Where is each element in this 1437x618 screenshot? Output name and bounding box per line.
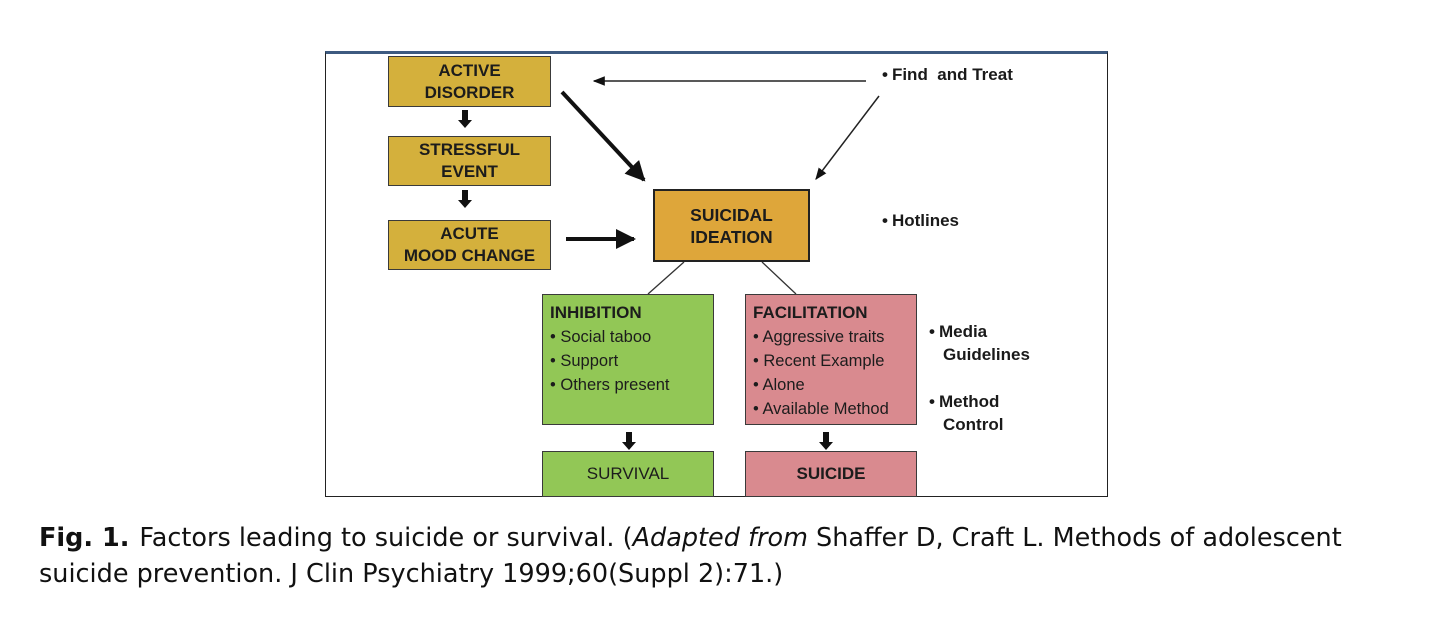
acute-mood-change-box: ACUTE MOOD CHANGE: [388, 220, 551, 270]
bullet: •: [550, 328, 556, 346]
down-arrow-facilitation-to-suicide: [819, 432, 833, 450]
facilitation-item: • Available Method: [753, 397, 916, 421]
bullet: •: [882, 65, 888, 84]
hotlines-text: Hotlines: [891, 211, 960, 230]
suicidal-ideation-line2: IDEATION: [690, 226, 773, 247]
bullet: •: [753, 400, 759, 418]
facilitation-item: • Alone: [753, 373, 916, 397]
suicidal-ideation-line1: SUICIDAL: [690, 204, 773, 225]
bullet: •: [753, 376, 759, 394]
connector-ideation-to-inhibition: [647, 261, 685, 295]
survival-box: SURVIVAL: [542, 451, 714, 497]
caption-italic: Adapted from: [632, 523, 808, 553]
facilitation-item-text: Alone: [762, 376, 805, 394]
bullet: •: [929, 392, 935, 411]
inhibition-item: • Others present: [550, 373, 713, 397]
facilitation-item-text: Recent Example: [763, 352, 885, 370]
connector-ideation-to-facilitation: [761, 261, 797, 295]
bullet: •: [753, 328, 759, 346]
down-arrow-stress-to-mood: [458, 190, 472, 208]
down-arrow-disorder-to-stress: [458, 110, 472, 128]
facilitation-box: FACILITATION • Aggressive traits • Recen…: [745, 294, 917, 425]
acute-mood-change-line2: MOOD CHANGE: [403, 246, 536, 265]
hotlines-note: •Hotlines: [882, 209, 959, 232]
caption-label: Fig. 1.: [39, 523, 130, 553]
find-and-treat-note: •Find and Treat: [882, 63, 1013, 86]
inhibition-item: • Support: [550, 349, 713, 373]
inhibition-title: INHIBITION: [550, 303, 642, 322]
facilitation-item-text: Available Method: [762, 400, 889, 418]
find-and-treat-text: Find and Treat: [891, 65, 1013, 84]
suicidal-ideation-box: SUICIDAL IDEATION: [653, 189, 810, 262]
acute-mood-change-line1: ACUTE: [440, 224, 499, 243]
down-arrow-inhibition-to-survival: [622, 432, 636, 450]
active-disorder-line1: ACTIVE: [438, 60, 501, 80]
bullet: •: [550, 376, 556, 394]
media-guidelines-note: •Media Guidelines: [929, 320, 1030, 366]
facilitation-title: FACILITATION: [753, 303, 868, 322]
method-control-line1: Method: [938, 392, 1000, 411]
inhibition-item-text: Support: [560, 352, 619, 370]
inhibition-item: • Social taboo: [550, 325, 713, 349]
facilitation-item-text: Aggressive traits: [762, 328, 885, 346]
bullet: •: [753, 352, 759, 370]
bullet: •: [882, 211, 888, 230]
method-control-line2: Control: [943, 415, 1004, 434]
facilitation-item: • Aggressive traits: [753, 325, 916, 349]
figure-caption: Fig. 1. Factors leading to suicide or sur…: [39, 520, 1409, 592]
stressful-event-line1: STRESSFUL: [418, 140, 521, 159]
suicide-box: SUICIDE: [745, 451, 917, 497]
stressful-event-box: STRESSFUL EVENT: [388, 136, 551, 186]
media-guidelines-line2: Guidelines: [943, 345, 1030, 364]
bullet: •: [929, 322, 935, 341]
active-disorder-line2: DISORDER: [424, 82, 515, 102]
media-guidelines-line1: Media: [938, 322, 988, 341]
stressful-event-line2: EVENT: [441, 162, 498, 181]
inhibition-item-text: Others present: [560, 376, 670, 394]
survival-label: SURVIVAL: [586, 464, 670, 483]
flow-diagram: ACTIVE DISORDER STRESSFUL EVENT ACUTE MO…: [325, 51, 1108, 497]
bullet: •: [550, 352, 556, 370]
diagram-connectors: [458, 76, 880, 450]
suicide-label: SUICIDE: [796, 464, 866, 483]
method-control-note: •Method Control: [929, 390, 1003, 436]
caption-text-after: Shaffer D, Craft L. Methods of adolescen…: [39, 523, 1342, 589]
facilitation-item: • Recent Example: [753, 349, 916, 373]
inhibition-item-text: Social taboo: [560, 328, 652, 346]
active-disorder-box: ACTIVE DISORDER: [388, 56, 551, 107]
caption-text-before: Factors leading to suicide or survival. …: [139, 523, 633, 553]
inhibition-box: INHIBITION • Social taboo • Support • Ot…: [542, 294, 714, 425]
arrow-disorder-to-ideation: [560, 90, 646, 182]
arrow-find-treat-to-ideation: [815, 95, 880, 180]
